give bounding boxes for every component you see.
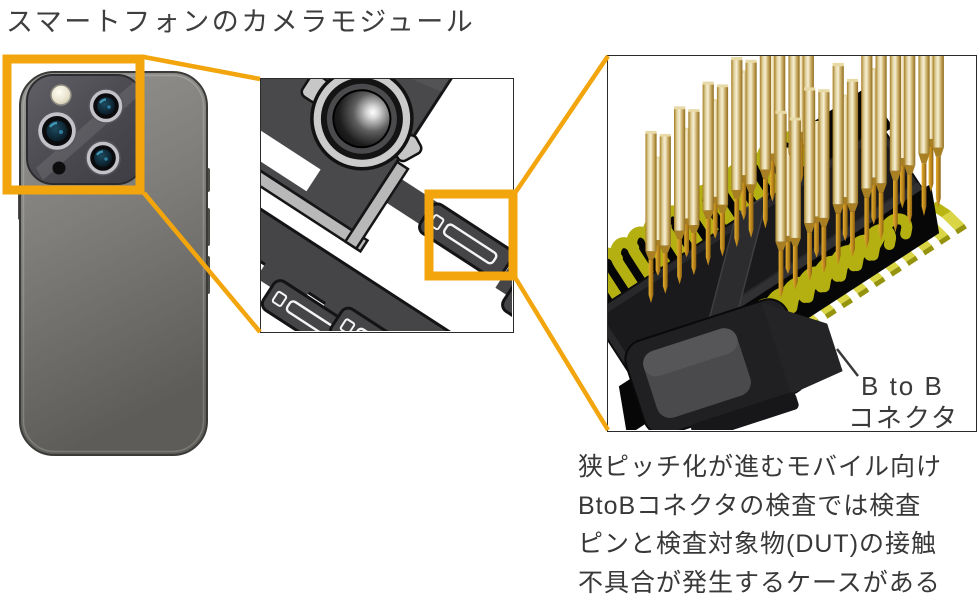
connector-end-cap — [624, 298, 843, 430]
caption-line: BtoBコネクタの検査では検査 — [578, 491, 922, 520]
smartphone-back-svg — [18, 71, 210, 456]
lens-tele — [85, 140, 121, 176]
camera-module-panel — [260, 78, 514, 333]
caption-line: 狭ピッチ化が進むモバイル向け — [578, 453, 943, 481]
btob-label-line2: コネクタ — [848, 403, 959, 430]
module-lens — [300, 79, 423, 171]
caption: 狭ピッチ化が進むモバイル向け BtoBコネクタの検査では検査 ピンと検査対象物(… — [578, 448, 980, 602]
smartphone-illustration — [0, 40, 230, 470]
caption-line: ピンと検査対象物(DUT)の接触 — [578, 530, 938, 558]
highlighted-connector-tip — [418, 202, 512, 281]
flash-led — [50, 84, 72, 106]
lidar-dot — [52, 161, 66, 175]
label-leader-line — [836, 348, 859, 377]
page-title: スマートフォンのカメラモジュール — [6, 7, 476, 37]
lens-ultrawide — [88, 88, 124, 124]
caption-line: 不具合が発生するケースがある — [578, 568, 941, 597]
lens-wide — [36, 110, 78, 152]
btob-connector-svg: B to B コネクタ — [608, 56, 967, 430]
btob-connector-panel: B to B コネクタ — [607, 55, 977, 432]
btob-label-line1: B to B — [861, 371, 944, 401]
camera-module-svg — [261, 79, 512, 331]
